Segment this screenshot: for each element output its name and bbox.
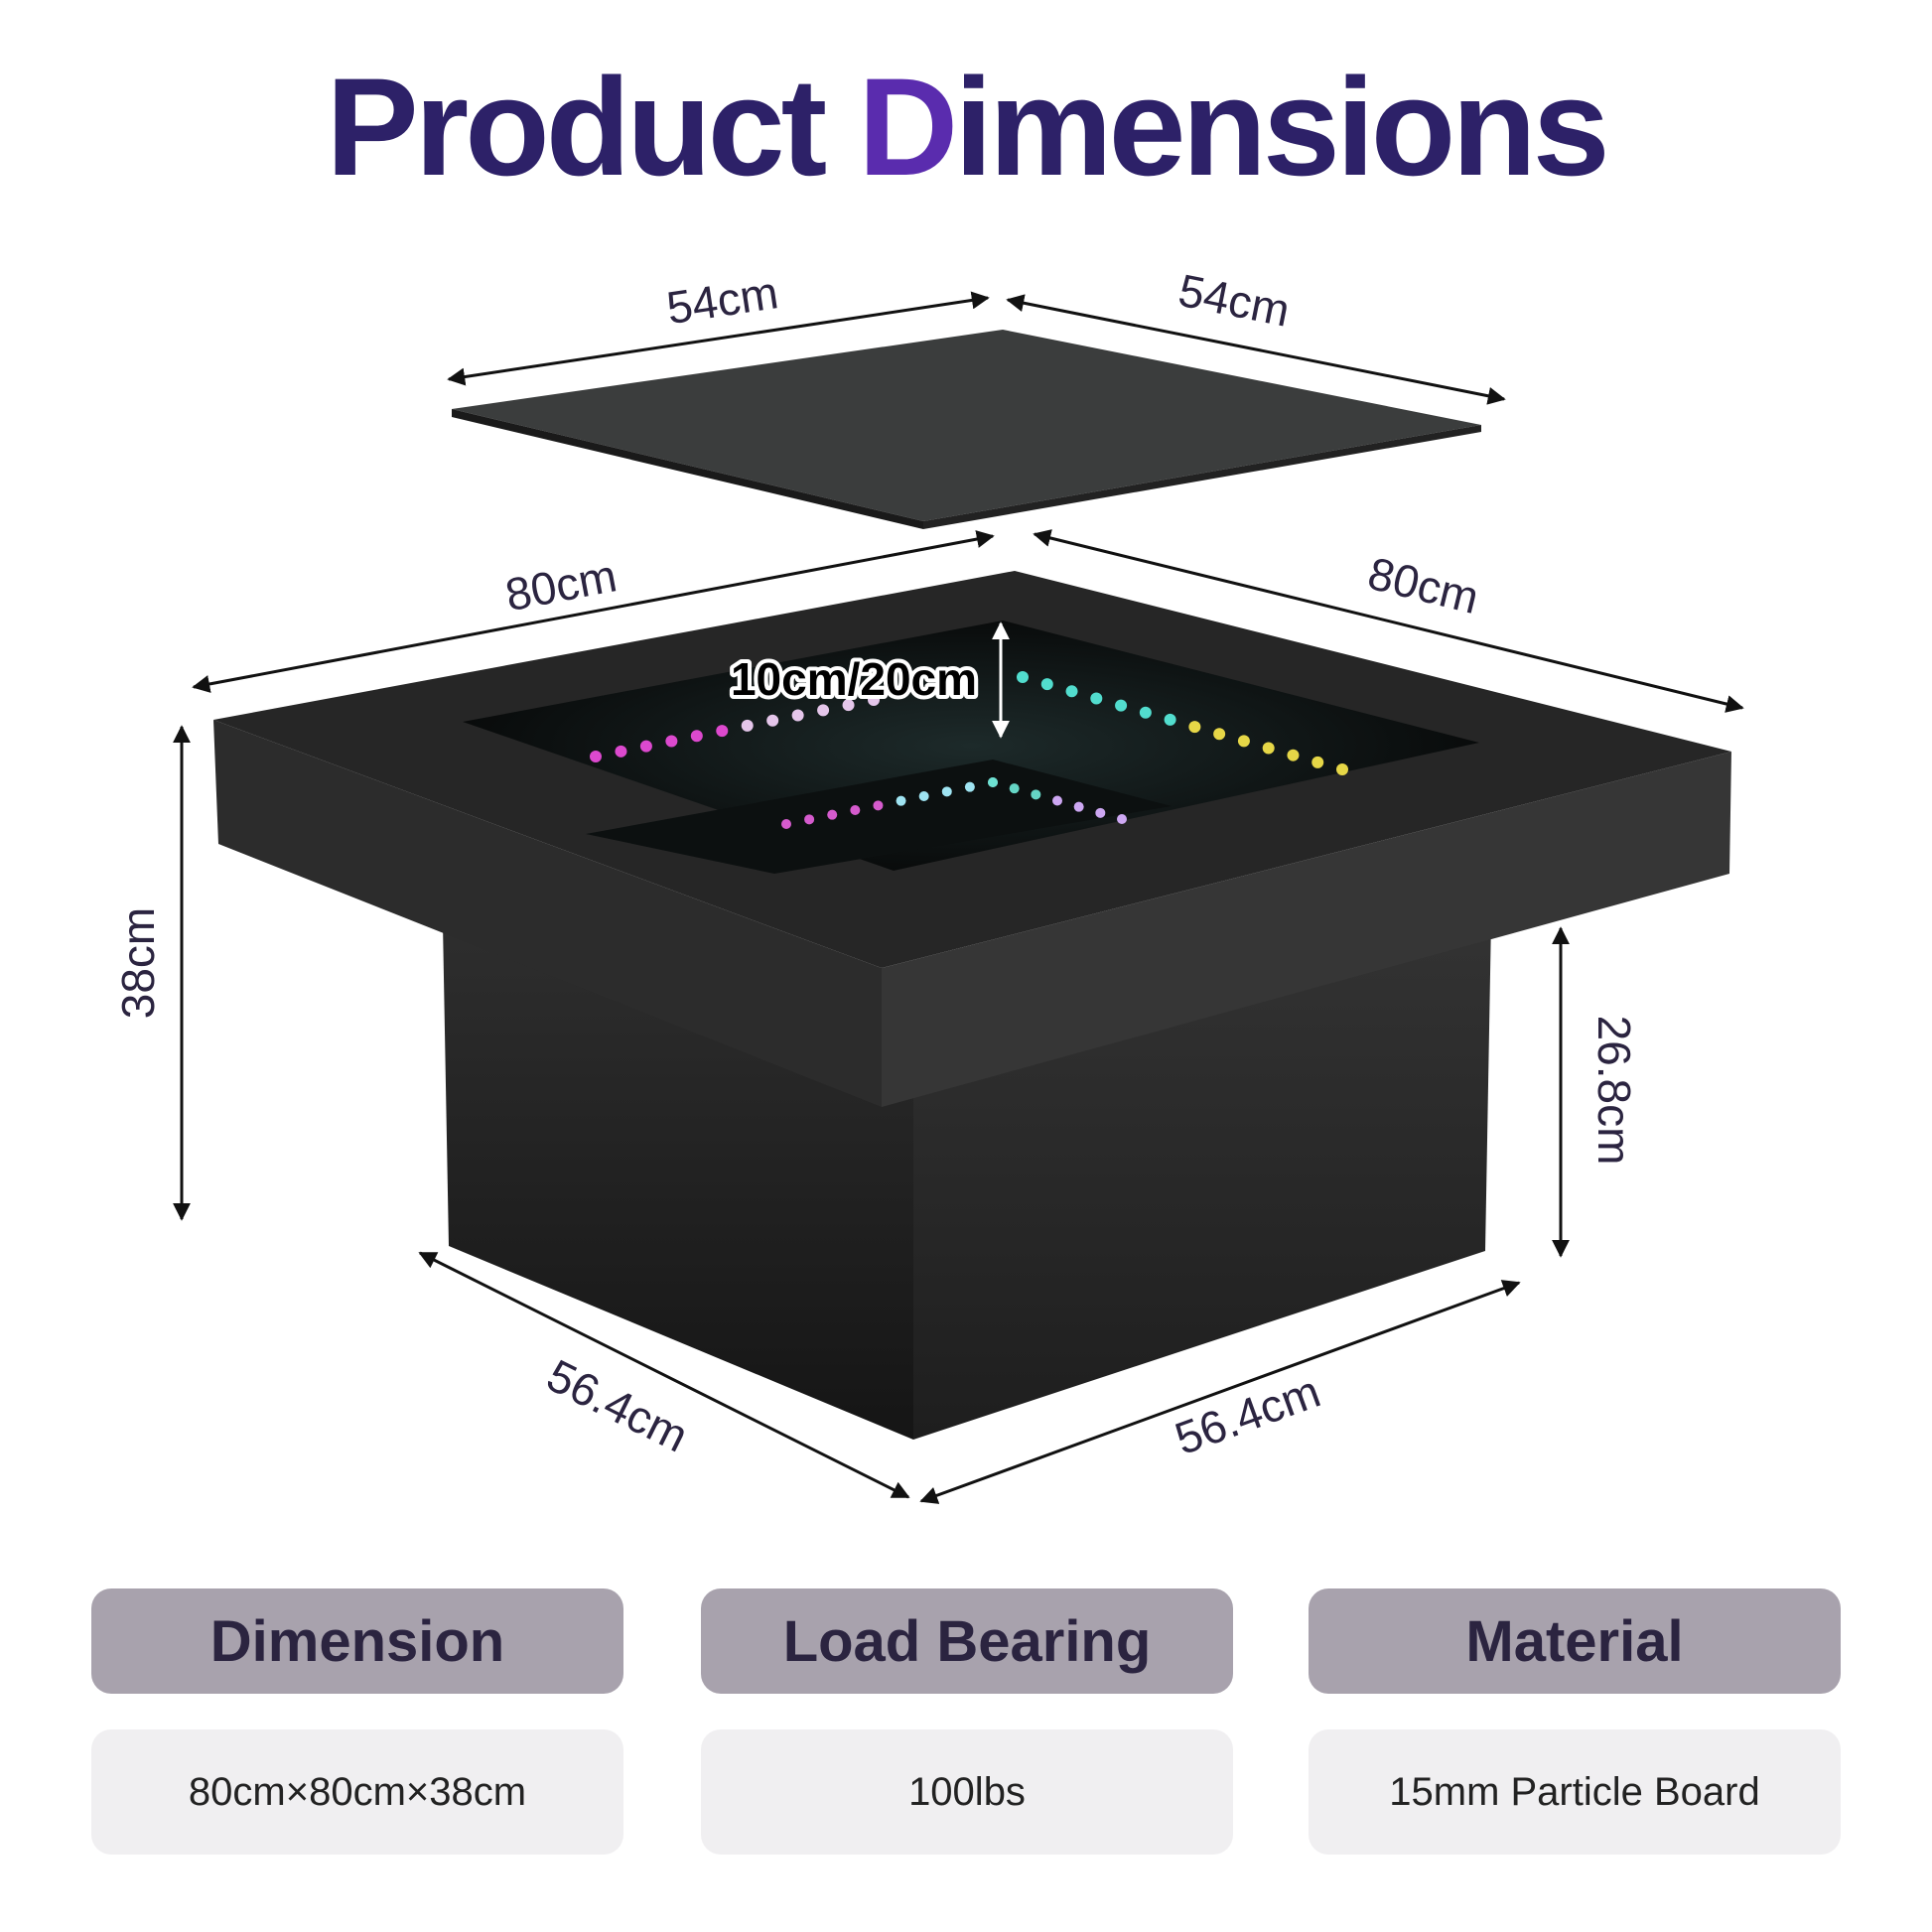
- arrow-base-left: [418, 1251, 910, 1499]
- led-dot: [868, 694, 880, 706]
- tabletop: [213, 571, 1731, 1107]
- led-dot: [1031, 789, 1041, 800]
- page-title: Product Dimensions: [326, 49, 1609, 205]
- led-dot: [1262, 742, 1275, 755]
- led-dot: [639, 740, 652, 753]
- label-glass-left: 54cm: [663, 266, 781, 334]
- led-dot: [1213, 728, 1226, 741]
- led-dot: [690, 730, 703, 743]
- led-dot: [590, 751, 602, 762]
- led-dot: [1040, 678, 1053, 691]
- led-dot: [1073, 801, 1084, 812]
- led-dot: [1009, 783, 1020, 794]
- led-dot: [896, 795, 906, 806]
- spec-header-dimension: Dimension: [91, 1588, 623, 1694]
- led-strip-inner: [781, 777, 1127, 829]
- led-dot: [1164, 713, 1176, 726]
- label-top-right: 80cm: [1363, 547, 1484, 623]
- led-dot: [1188, 721, 1201, 734]
- label-led-depth: 10cm/20cm: [731, 653, 977, 705]
- led-dot: [716, 725, 729, 738]
- led-dot: [941, 786, 952, 797]
- led-dot: [988, 777, 998, 787]
- led-dot: [766, 714, 779, 727]
- label-base-height: 26.8cm: [1588, 1016, 1640, 1166]
- led-dot: [1065, 685, 1078, 698]
- led-dot: [827, 809, 838, 820]
- label-base-right: 56.4cm: [1169, 1365, 1327, 1464]
- led-dot: [1139, 706, 1152, 719]
- spec-header-material: Material: [1309, 1588, 1841, 1694]
- arrow-top-right: [1033, 529, 1744, 713]
- spec-value-material: 15mm Particle Board: [1309, 1729, 1841, 1855]
- led-dot: [1017, 671, 1029, 683]
- label-total-height: 38cm: [112, 907, 164, 1019]
- arrow-base-right: [919, 1280, 1521, 1504]
- led-dot: [964, 781, 975, 792]
- dimension-arrows: [173, 291, 1744, 1504]
- led-dot: [665, 735, 678, 748]
- led-dot: [817, 704, 830, 717]
- led-dot: [850, 805, 861, 815]
- spec-header-load-bearing: Load Bearing: [701, 1588, 1233, 1694]
- label-glass-right: 54cm: [1174, 264, 1294, 337]
- led-dot: [873, 800, 884, 811]
- spec-value-dimension: 80cm×80cm×38cm: [91, 1729, 623, 1855]
- led-dot: [615, 745, 627, 758]
- arrow-glass-left: [447, 291, 990, 386]
- led-dot: [1287, 749, 1300, 761]
- spec-value-load-bearing: 100lbs: [701, 1729, 1233, 1855]
- led-dot: [1090, 692, 1103, 705]
- led-dot: [1117, 814, 1127, 824]
- led-dot: [918, 791, 929, 801]
- glass-panel: [452, 330, 1481, 529]
- arrow-glass-right: [1006, 294, 1506, 405]
- arrow-top-left: [192, 530, 995, 693]
- led-dot: [1115, 699, 1128, 712]
- led-dot: [804, 814, 815, 825]
- led-dot: [1336, 763, 1348, 775]
- led-dot: [791, 709, 804, 722]
- label-base-left: 56.4cm: [539, 1349, 696, 1462]
- title-accent-letter: D: [858, 49, 958, 205]
- led-dot: [781, 819, 791, 829]
- led-dot: [1311, 756, 1324, 768]
- led-dot: [741, 719, 754, 732]
- led-dot: [1052, 795, 1062, 806]
- led-dot: [1237, 735, 1250, 748]
- led-dot: [1095, 807, 1106, 818]
- led-dot: [842, 699, 855, 712]
